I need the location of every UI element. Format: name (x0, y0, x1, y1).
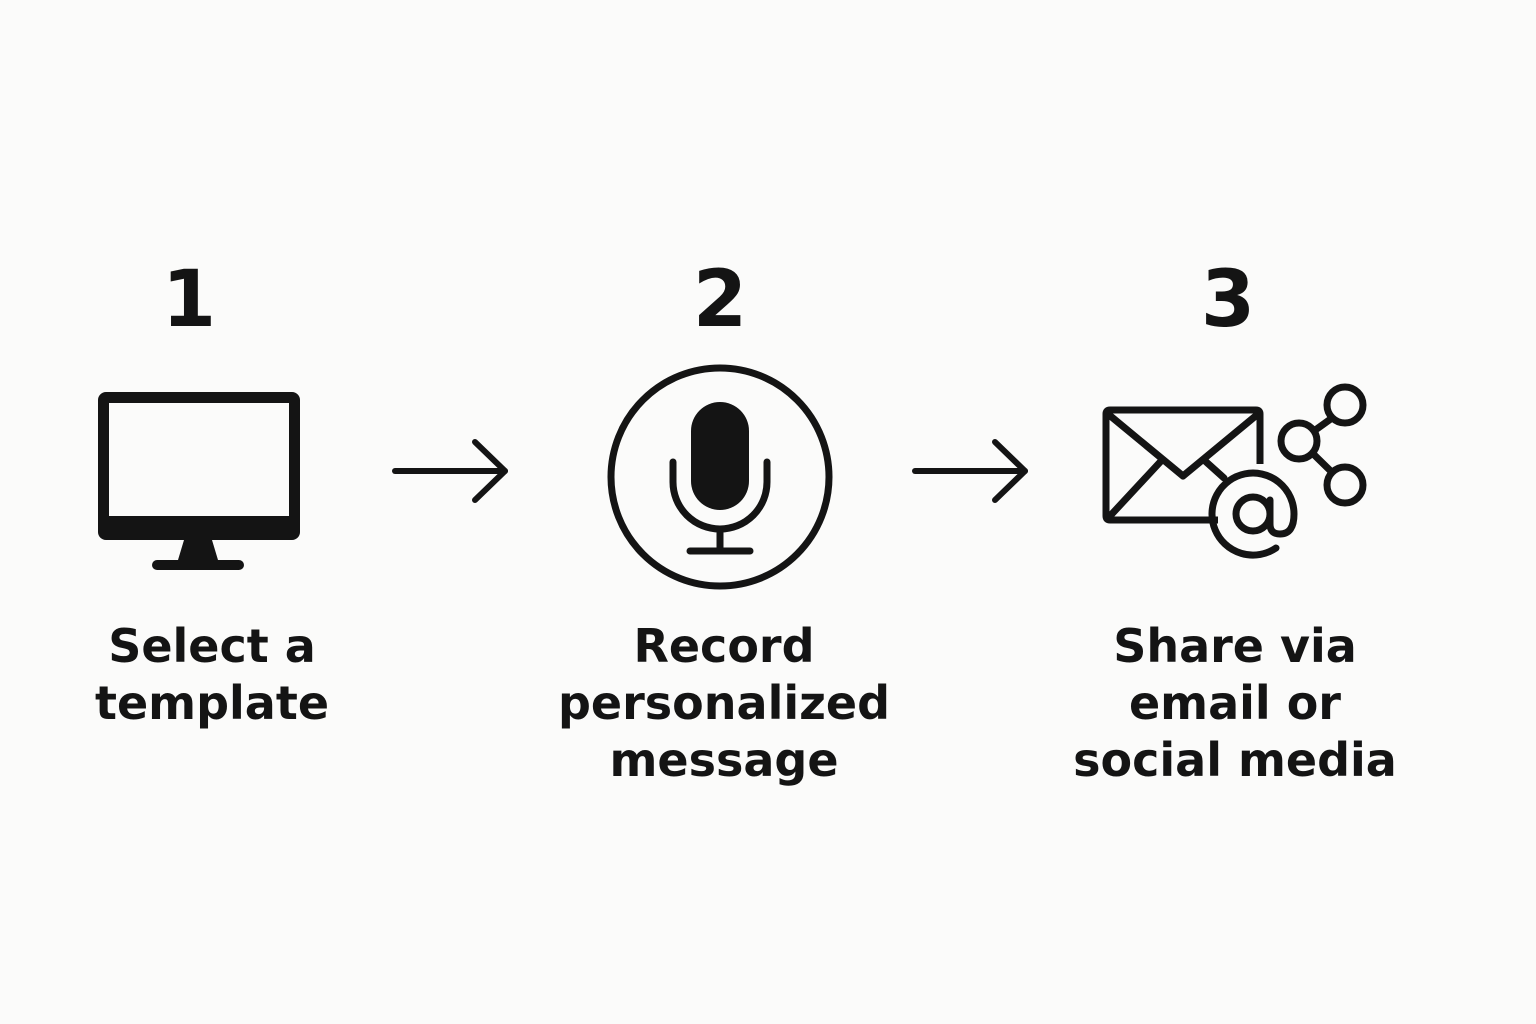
step-label-2-line-1: Record (633, 619, 815, 673)
envelope-icon (1102, 406, 1264, 524)
right-arrow-icon (912, 439, 1028, 503)
step-label-3-line-1: Share via (1113, 619, 1357, 673)
step-label-2-line-2: personalized (557, 676, 891, 730)
step-label-3: Share via email or social media (1045, 618, 1425, 789)
step-label-2-line-3: message (609, 733, 839, 787)
step-number-1: 1 (161, 255, 217, 345)
at-sign-icon (1208, 469, 1298, 559)
step-label-3-line-3: social media (1073, 733, 1397, 787)
step-number-3: 3 (1200, 255, 1256, 345)
share-icon (1277, 383, 1367, 507)
step-label-1: Select a template (22, 618, 402, 732)
email-share-icon (1102, 383, 1367, 559)
monitor-icon (98, 392, 300, 570)
step-number-2: 2 (692, 255, 748, 345)
step-label-1-line-2: template (94, 676, 330, 730)
microphone-icon (607, 364, 833, 590)
step-label-1-line-1: Select a (108, 619, 316, 673)
right-arrow-icon (392, 439, 508, 503)
step-label-3-line-2: email or (1128, 676, 1341, 730)
step-label-2: Record personalized message (534, 618, 914, 789)
